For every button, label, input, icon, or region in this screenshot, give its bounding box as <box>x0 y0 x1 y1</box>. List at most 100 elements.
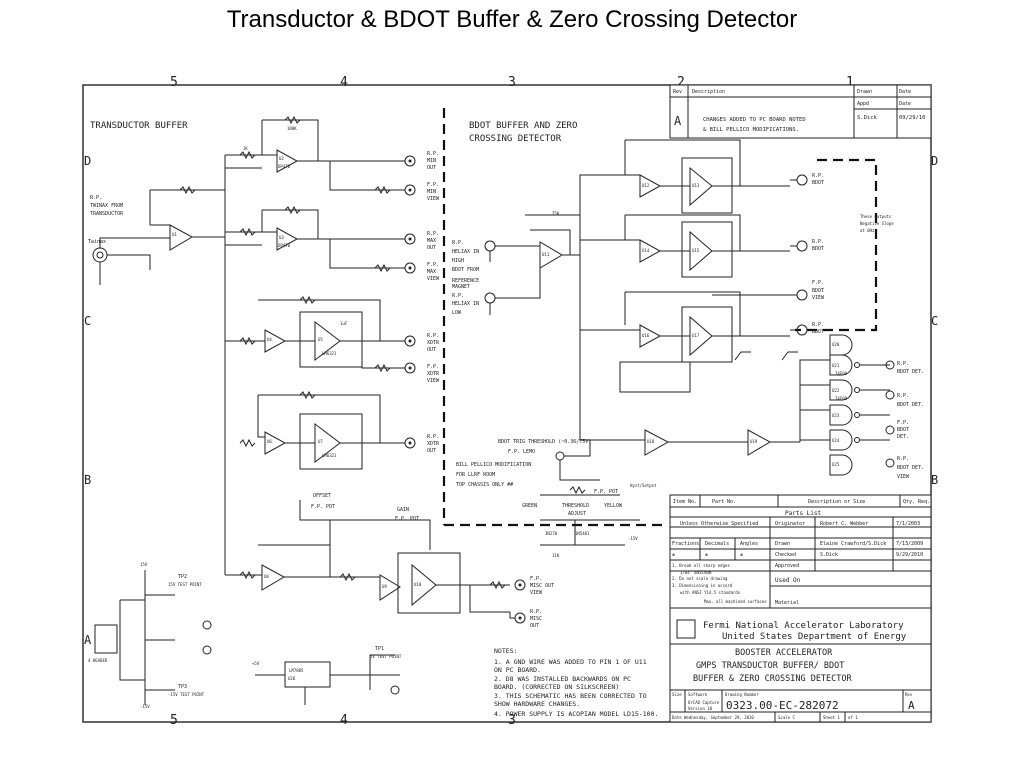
tolerance-value: ± <box>672 552 675 558</box>
connector-label: F.P. <box>427 364 439 370</box>
signoff-date: 7/13/2009 <box>896 541 923 547</box>
output-label: R.P. <box>897 361 909 367</box>
modification-label: TOP CHASSIS ONLY ## <box>456 482 513 488</box>
titleblock-value: OrCAD Capture <box>688 700 720 705</box>
bnc-connector <box>796 289 808 301</box>
connector-label: MISC OUT <box>530 583 554 589</box>
output-label: BDOT DET. <box>897 465 924 471</box>
opamp-stages-left <box>149 119 510 614</box>
bnc-connector <box>885 390 895 400</box>
threshold-block: BDOT TRIG THRESHOLD (~0.36/75V) F.P. LEM… <box>456 439 657 546</box>
page-title: Transductor & BDOT Buffer & Zero Crossin… <box>226 6 798 33</box>
bdot-heading-1: BDOT BUFFER AND ZERO <box>469 121 577 131</box>
part-value: 1uF <box>340 321 348 326</box>
signoff-role: Used On <box>775 577 801 584</box>
component-ref: U16 <box>642 333 650 338</box>
zone-labels-bottom: 5 4 3 <box>170 713 516 728</box>
bnc-connector <box>885 458 895 468</box>
titleblock-value: Scale C <box>778 715 795 720</box>
component-refs: U1 U2 U3 U4 U5 U6 U7 U8 U9 U10 U11 U12 U… <box>172 156 840 681</box>
signoff-role: Approved <box>775 563 799 569</box>
header-label: 4 HEADER <box>88 658 108 663</box>
output-label: VIEW <box>812 295 825 301</box>
opamp-u9 <box>379 574 401 601</box>
drawing-title: BUFFER & ZERO CROSSING DETECTOR <box>693 674 853 684</box>
rev-header: Rev <box>673 89 682 95</box>
power-labels: TP2 15V TEST POINT TP3 -15V TEST POINT T… <box>88 574 402 697</box>
opamp-u6 <box>264 431 287 455</box>
output-label: BDOT <box>812 246 824 252</box>
component-ref: U5 <box>318 337 323 342</box>
connector-label: XDTR <box>427 441 440 447</box>
tolerance-col: Angles <box>740 541 758 547</box>
connector-label: VIEW <box>427 378 440 384</box>
led-label: GREEN <box>522 503 537 509</box>
input-label: REFERENCE <box>452 278 479 284</box>
signoff-role: Originator <box>775 521 805 527</box>
title-block: Item No. Part No. Description or Size Qt… <box>669 494 932 723</box>
zone-label: 5 <box>170 75 178 90</box>
connector-label: F.P. <box>530 576 542 582</box>
bdot-input-circuit <box>484 174 625 331</box>
output-label: F.P. <box>812 280 824 286</box>
rev-header: Date <box>899 89 911 95</box>
titleblock-value: of 1 <box>848 715 858 720</box>
notes-title: NOTES: <box>494 647 517 655</box>
drawing-number: 0323.00-EC-282072 <box>726 699 839 712</box>
input-label: HELIAX IN <box>452 249 479 255</box>
note-line: SHOW HARDWARE CHANGES. <box>494 700 580 708</box>
zone-label: D <box>931 154 938 168</box>
bnc-connector <box>885 425 895 435</box>
connector-label: MAX <box>427 269 436 275</box>
note-label: at 0Hz <box>860 228 875 233</box>
output-label: VIEW <box>897 474 910 480</box>
led-label: YELLOW <box>604 503 623 509</box>
modification-label: BILL PELLICO MODIFICATION <box>456 462 531 468</box>
rev-date: 09/29/10 <box>899 115 926 121</box>
input-label: TWINAX FROM <box>90 203 123 209</box>
testpoint-label: 5V TEST POINT <box>370 654 402 659</box>
component-ref: U9 <box>382 584 387 589</box>
connector-label: R.P. <box>530 609 542 615</box>
parts-header: Part No. <box>712 499 736 505</box>
pot-label: F.P. POT <box>594 489 618 495</box>
tolerance-note: Max. all machined surfaces <box>704 599 767 604</box>
component-ref: U11 <box>542 252 550 257</box>
part-value: 11K <box>552 553 560 558</box>
component-ref: U14 <box>642 248 650 253</box>
component-ref: U10 <box>414 582 422 587</box>
rev-header: Appd <box>857 101 869 107</box>
connector-label: OUT <box>427 165 436 171</box>
drawing-rev: A <box>908 699 915 712</box>
bnc-connector <box>404 362 416 374</box>
rev-letter: A <box>674 114 682 128</box>
zone-labels-side: D C B A D C B <box>84 154 938 647</box>
connector-label: OUT <box>427 347 436 353</box>
component-ref: U8 <box>264 574 269 579</box>
component-ref: U21 <box>832 363 840 368</box>
connector-label: XDTR <box>427 340 440 346</box>
titleblock-label: Date <box>672 715 682 720</box>
bnc-connector <box>514 579 526 591</box>
output-label: F.P. <box>897 420 909 426</box>
connector-label: VIEW <box>530 590 543 596</box>
titleblock-label: Drawing Number <box>725 692 759 697</box>
input-label: MAGNET <box>452 284 470 290</box>
titleblock-value: Version 10 <box>688 706 713 711</box>
connector-label: OUT <box>427 245 436 251</box>
notes-block: NOTES: 1. A GND WIRE WAS ADDED TO PIN 1 … <box>494 647 658 718</box>
signoff-role: Drawn <box>775 541 790 547</box>
org-dept: United States Department of Energy <box>722 632 907 642</box>
connector-label: F.P. <box>427 182 439 188</box>
component-ref: U3 <box>279 235 284 240</box>
output-label: BDOT <box>812 288 824 294</box>
transductor-input: R.P. TWINAX FROM TRANSDUCTOR Twinax <box>88 195 170 285</box>
titleblock-label: Software <box>688 692 708 697</box>
part-value: LM6321 <box>322 453 337 458</box>
revision-block: Rev Description Drawn Date Appd Date A C… <box>669 84 932 139</box>
testpoint-label: TP1 <box>375 646 384 652</box>
note-line: 1. A GND WIRE WAS ADDED TO PIN 1 OF U11 <box>494 658 647 666</box>
gain-label: GAIN <box>397 507 409 513</box>
org-name: Fermi National Accelerator Laboratory <box>703 621 904 631</box>
